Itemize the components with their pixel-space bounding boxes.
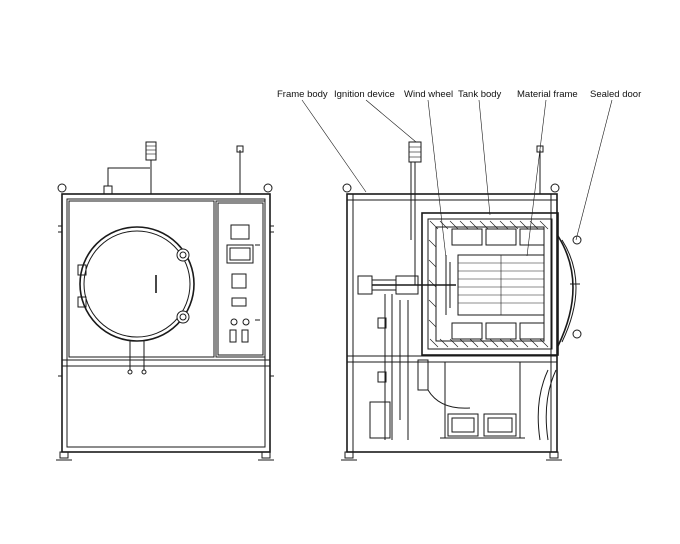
callout-tank-body: Tank body <box>458 89 502 100</box>
ignition-device-front <box>145 141 157 161</box>
callout-wind-wheel: Wind wheel <box>404 89 453 100</box>
callout-ignition-device: Ignition device <box>334 89 395 100</box>
tank-body <box>421 212 559 356</box>
callout-frame-body: Frame body <box>277 89 328 100</box>
fan-motor <box>357 275 373 295</box>
side-view <box>341 141 582 461</box>
callout-material-frame: Material frame <box>517 89 578 100</box>
sealed-door <box>557 235 574 347</box>
front-chamber-panel <box>68 200 215 358</box>
callout-leaders <box>301 99 613 259</box>
control-panel <box>215 200 266 358</box>
vacuum-pump <box>369 401 391 439</box>
callout-sealed-door: Sealed door <box>590 89 641 100</box>
front-frame-outline <box>61 193 271 453</box>
front-view <box>56 141 274 461</box>
display-screen <box>226 244 254 264</box>
frame-body <box>346 193 558 453</box>
round-door <box>79 226 195 342</box>
